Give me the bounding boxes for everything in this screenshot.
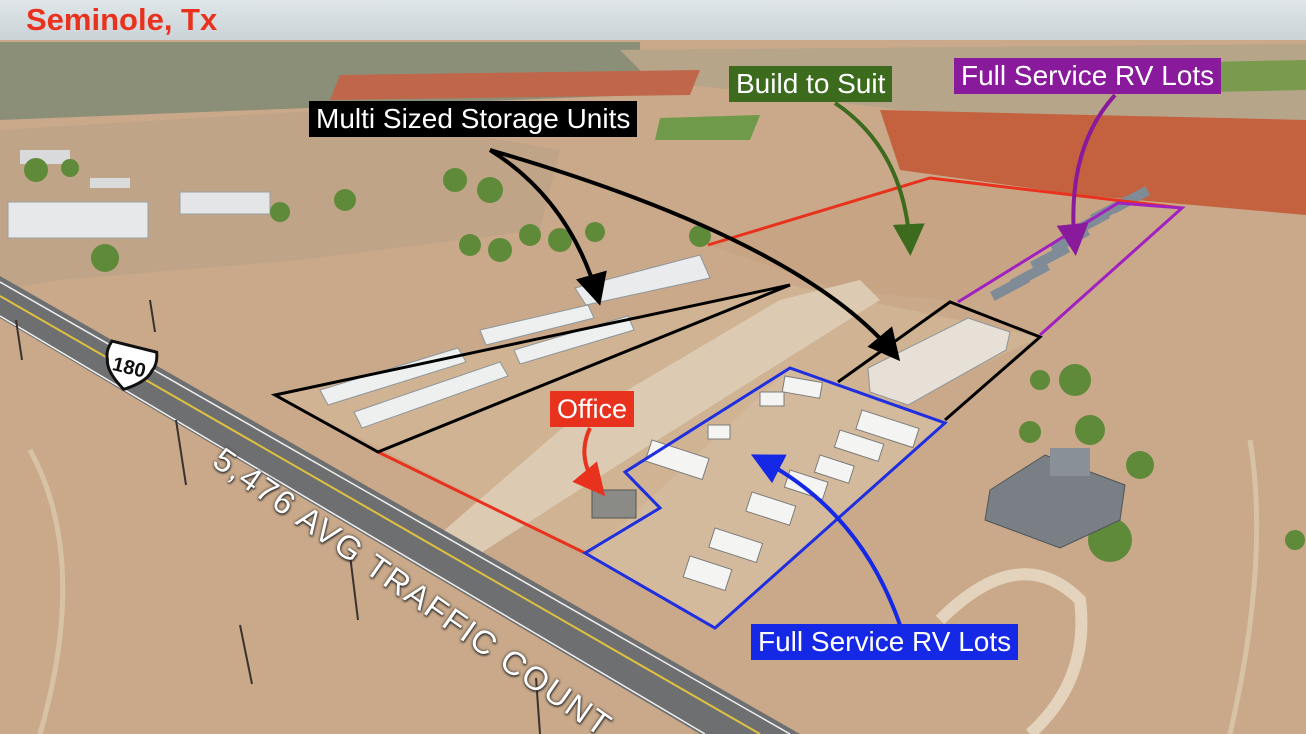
rv-lots-bottom-label: Full Service RV Lots <box>751 624 1019 660</box>
us-highway-shield: 180 <box>95 337 163 400</box>
storage-arrow-1 <box>488 148 607 306</box>
storage-outline-left <box>270 283 791 454</box>
building <box>90 178 130 188</box>
industrial-area <box>0 110 560 290</box>
house <box>984 448 1126 549</box>
office-label: Office <box>550 391 635 427</box>
plowed-field <box>880 110 1306 215</box>
build-arrow <box>833 101 925 256</box>
storage-units-label: Multi Sized Storage Units <box>309 101 638 137</box>
warehouse <box>7 201 149 239</box>
sky <box>0 0 1306 42</box>
rv-outline-top <box>957 201 1186 337</box>
rv-bottom-arrow <box>750 454 902 626</box>
storage-arrow-2 <box>489 148 901 362</box>
highway <box>0 276 800 734</box>
warehouse <box>179 191 271 215</box>
rv-lots-top-label: Full Service RV Lots <box>954 58 1222 94</box>
location-title: Seminole, Tx <box>26 2 218 37</box>
dirt-road <box>410 280 880 560</box>
property-outline-front <box>377 450 586 555</box>
green-field <box>1200 60 1306 92</box>
rv-top-arrow <box>1056 93 1117 256</box>
green-patch <box>655 115 760 140</box>
storage-buildings <box>319 254 1011 429</box>
red-field <box>330 70 700 100</box>
property-outline <box>707 176 1183 247</box>
office-arrow <box>572 427 606 497</box>
rv-outline-bottom <box>582 366 948 630</box>
distant-town <box>0 42 640 120</box>
utility-poles <box>15 299 541 734</box>
office-building <box>591 489 637 519</box>
build-to-suit-label: Build to Suit <box>729 66 893 102</box>
